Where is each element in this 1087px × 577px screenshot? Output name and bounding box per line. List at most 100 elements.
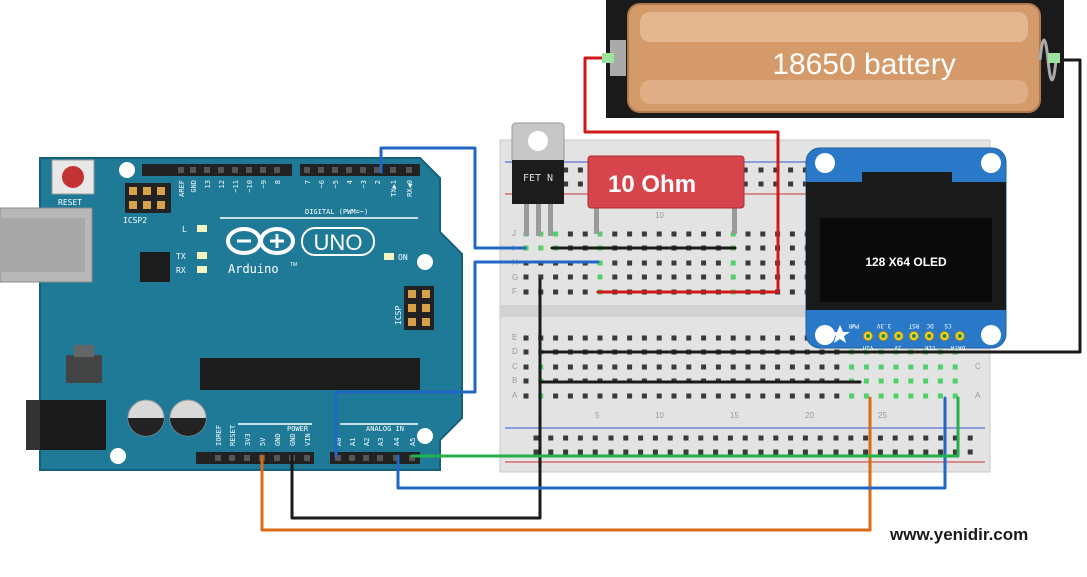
breadboard-hole	[775, 364, 781, 370]
l-led	[197, 225, 207, 232]
trademark-label: TM	[290, 262, 297, 268]
wire-blue-a4-sda	[396, 396, 947, 490]
breadboard-rail-hole	[563, 181, 569, 187]
analog-in-label: ANALOG IN	[366, 425, 404, 433]
breadboard-hole	[627, 393, 633, 399]
breadboard-rail-hole	[967, 435, 973, 441]
resistor-leg-right	[732, 200, 737, 234]
breadboard-hole	[656, 335, 662, 341]
header-pin	[274, 455, 280, 461]
wire-orange-5v	[260, 396, 872, 532]
breadboard-rail-hole	[638, 435, 644, 441]
breadboard-rail-hole	[938, 449, 944, 455]
breadboard-hole	[656, 364, 662, 370]
breadboard-hole	[730, 393, 736, 399]
breadboard-hole	[671, 260, 677, 266]
breadboard-hole	[641, 364, 647, 370]
power-pin-label: GND	[289, 433, 297, 446]
breadboard-hole	[908, 393, 914, 399]
breadboard-rail-hole	[773, 449, 779, 455]
oled-pin-row	[863, 331, 965, 341]
analog-pin-label: A0	[335, 438, 343, 446]
breadboard-hole	[730, 274, 736, 280]
breadboard-rail-hole	[667, 435, 673, 441]
breadboard-hole	[553, 393, 559, 399]
oled-pin-hole	[911, 334, 916, 338]
col-label-20: 20	[805, 411, 814, 420]
breadboard-rail-hole	[592, 435, 598, 441]
l-led-label: L	[182, 225, 187, 234]
oled-screen	[820, 218, 992, 302]
digital-pin-label: ~11	[232, 180, 240, 193]
breadboard-rail-hole	[608, 449, 614, 455]
col-label-25: 25	[878, 411, 887, 420]
icsp-header	[404, 286, 434, 330]
breadboard-hole	[686, 260, 692, 266]
digital-pin-label: ~5	[332, 180, 340, 188]
breadboard-hole	[553, 289, 559, 295]
breadboard-hole	[893, 393, 899, 399]
breadboard-hole	[582, 289, 588, 295]
breadboard-hole	[789, 364, 795, 370]
breadboard-hole	[745, 274, 751, 280]
header-pin	[218, 167, 224, 173]
breadboard-rail-hole	[923, 435, 929, 441]
oled-pin-hole	[866, 334, 870, 338]
header-pin	[409, 455, 415, 461]
breadboard-hole	[538, 245, 544, 251]
breadboard-hole	[612, 364, 618, 370]
digital-pin-label: ~10	[246, 180, 254, 193]
on-led	[384, 253, 394, 260]
dc-power-jack-front	[26, 400, 40, 450]
breadboard-hole	[745, 245, 751, 251]
breadboard-hole	[715, 231, 721, 237]
mosfet-leg-gate	[524, 204, 529, 236]
breadboard-hole	[952, 393, 958, 399]
breadboard-rail-hole	[623, 435, 629, 441]
breadboard-hole	[612, 260, 618, 266]
breadboard-hole	[567, 364, 573, 370]
power-pin-label: GND	[274, 433, 282, 446]
breadboard-hole	[523, 335, 529, 341]
breadboard-hole	[760, 231, 766, 237]
row-label-c-right: C	[975, 362, 981, 371]
breadboard-rail-hole	[908, 449, 914, 455]
analog-pin-label: A4	[393, 438, 401, 446]
oled-pin-top-rst: RST	[908, 322, 919, 329]
header-pin	[377, 455, 383, 461]
breadboard-rail-hole	[848, 435, 854, 441]
breadboard-hole	[730, 364, 736, 370]
breadboard-rail-hole	[788, 449, 794, 455]
breadboard-hole	[641, 393, 647, 399]
col-label-15: 15	[730, 411, 739, 420]
oled-ribbon	[862, 172, 952, 204]
icsp-label: ICSP	[394, 306, 403, 325]
breadboard-hole	[553, 335, 559, 341]
breadboard-rail-hole	[563, 435, 569, 441]
breadboard-rail-hole	[623, 449, 629, 455]
analog-pin-label: A1	[349, 438, 357, 446]
breadboard-hole	[908, 378, 914, 384]
col-label-10-top: 10	[655, 211, 664, 220]
breadboard-hole	[641, 335, 647, 341]
row-label-d: D	[512, 347, 518, 356]
battery-positive-terminal	[610, 40, 626, 76]
breadboard-hole	[701, 260, 707, 266]
breadboard-hole	[878, 378, 884, 384]
breadboard-hole	[671, 364, 677, 370]
breadboard-rail-hole	[742, 167, 748, 173]
breadboard-hole	[819, 364, 825, 370]
breadboard-hole	[715, 260, 721, 266]
wires	[260, 56, 1082, 532]
breadboard-rail-hole	[698, 449, 704, 455]
breadboard-rail-hole	[758, 449, 764, 455]
header-pin	[244, 455, 250, 461]
breadboard-hole	[523, 274, 529, 280]
header-pin	[318, 167, 324, 173]
breadboard-hole	[641, 260, 647, 266]
reset-button-cap[interactable]	[62, 166, 84, 188]
breadboard-hole	[656, 231, 662, 237]
breadboard-hole	[745, 393, 751, 399]
atmega-chip	[200, 358, 420, 390]
